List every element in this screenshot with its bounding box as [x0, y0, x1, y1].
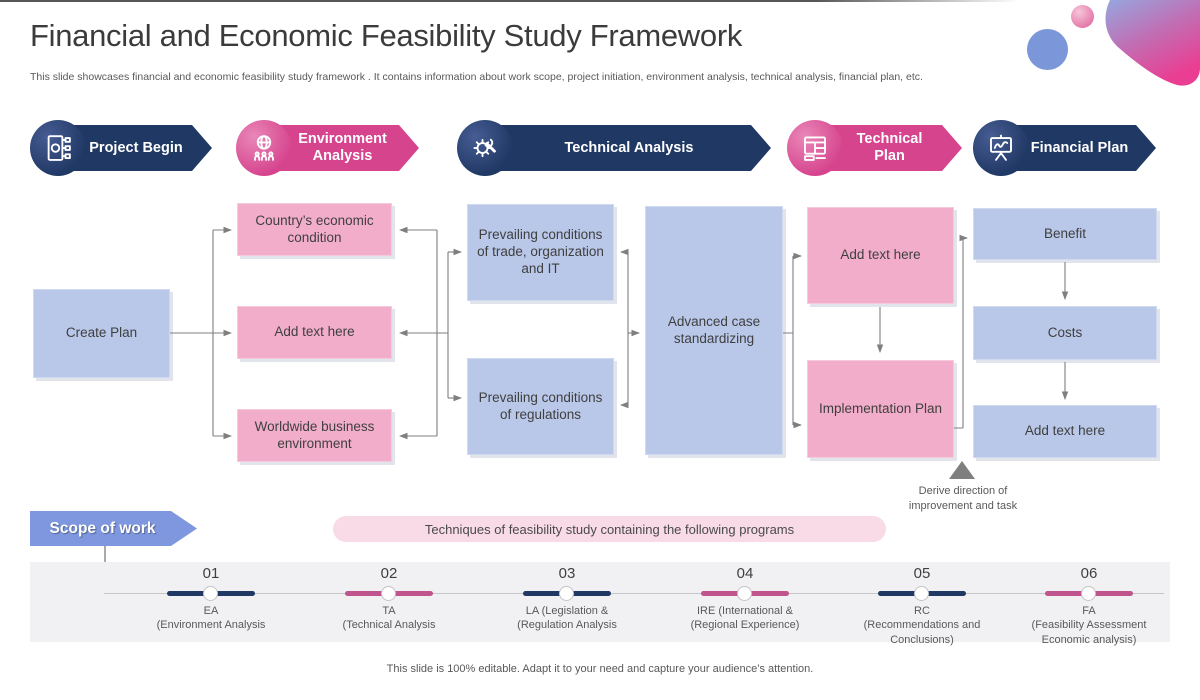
wireframe-icon [787, 120, 843, 176]
timeline-dot [381, 586, 396, 601]
node-costs: Costs [973, 306, 1157, 360]
timeline-dot [914, 586, 929, 601]
timeline-number: 03 [558, 565, 576, 582]
scope-of-work-banner: Scope of work [30, 511, 197, 546]
node-advanced-case-standardizing: Advanced case standardizing [645, 206, 783, 455]
timeline-item-01: 01 EA (Environment Analysis [126, 562, 296, 631]
node-add-text-3: Add text here [973, 405, 1157, 458]
banner-label: Technical Plan [856, 131, 923, 164]
banner-label: Financial Plan [1030, 139, 1129, 156]
timeline-label: LA (Legislation & (Regulation Analysis [517, 605, 617, 632]
timeline-strip: 01 EA (Environment Analysis 02 TA (Techn… [30, 562, 1170, 646]
clipboard-gear-icon [30, 120, 86, 176]
decorative-gradient-blob [1105, 0, 1200, 86]
timeline-label: EA (Environment Analysis [156, 605, 266, 632]
globe-people-icon [236, 120, 292, 176]
gear-wrench-icon [457, 120, 513, 176]
timeline-number: 02 [380, 565, 398, 582]
timeline-number: 04 [736, 565, 754, 582]
decorative-pink-circle [1071, 5, 1094, 28]
timeline-item-06: 06 FA (Feasibility Assessment Economic a… [1004, 562, 1174, 646]
timeline-axis [104, 593, 1164, 594]
presentation-board-icon [973, 120, 1029, 176]
timeline-label: IRE (International & (Regional Experienc… [690, 605, 800, 632]
node-worldwide-business-environment: Worldwide business environment [237, 409, 392, 462]
derive-triangle-icon [949, 461, 975, 479]
timeline-item-02: 02 TA (Technical Analysis [304, 562, 474, 631]
timeline-label: FA (Feasibility Assessment Economic anal… [1031, 605, 1147, 646]
timeline-item-03: 03 LA (Legislation & (Regulation Analysi… [482, 562, 652, 631]
banner-environment-analysis: Environment Analysis [236, 120, 419, 176]
editable-note: This slide is 100% editable. Adapt it to… [386, 663, 814, 675]
timeline-number: 06 [1080, 565, 1098, 582]
top-edge-line [0, 0, 1020, 2]
node-add-text-2: Add text here [807, 207, 954, 304]
node-create-plan: Create Plan [33, 289, 170, 378]
timeline-label: TA (Technical Analysis [342, 605, 436, 632]
timeline-dot [1081, 586, 1096, 601]
timeline-item-05: 05 RC (Recommendations and Conclusions) [837, 562, 1007, 646]
scope-of-work-label: Scope of work [49, 519, 156, 537]
timeline-number: 01 [202, 565, 220, 582]
banner-technical-analysis: Technical Analysis [457, 120, 771, 176]
timeline-dot [737, 586, 752, 601]
node-implementation-plan: Implementation Plan [807, 360, 954, 458]
node-benefit: Benefit [973, 208, 1157, 260]
node-prevailing-trade: Prevailing conditions of trade, organiza… [467, 204, 614, 301]
timeline-label: RC (Recommendations and Conclusions) [863, 605, 981, 646]
timeline-dot [559, 586, 574, 601]
page-title: Financial and Economic Feasibility Study… [30, 18, 743, 53]
techniques-pill: Techniques of feasibility study containi… [333, 516, 886, 542]
banner-label: Technical Analysis [564, 139, 694, 156]
timeline-dot [203, 586, 218, 601]
banner-technical-plan: Technical Plan [787, 120, 962, 176]
node-prevailing-regulations: Prevailing conditions of regulations [467, 358, 614, 455]
timeline-number: 05 [913, 565, 931, 582]
page-subtitle: This slide showcases financial and econo… [30, 71, 923, 83]
derive-note: Derive direction of improvement and task [908, 485, 1018, 512]
banner-project-begin: Project Begin [30, 120, 212, 176]
timeline-item-04: 04 IRE (International & (Regional Experi… [660, 562, 830, 631]
node-country-economic-condition: Country’s economic condition [237, 203, 392, 256]
node-add-text-1: Add text here [237, 306, 392, 359]
banner-label: Environment Analysis [298, 131, 387, 164]
decorative-blue-circle [1027, 29, 1068, 70]
banner-financial-plan: Financial Plan [973, 120, 1156, 176]
banner-label: Project Begin [89, 139, 183, 156]
